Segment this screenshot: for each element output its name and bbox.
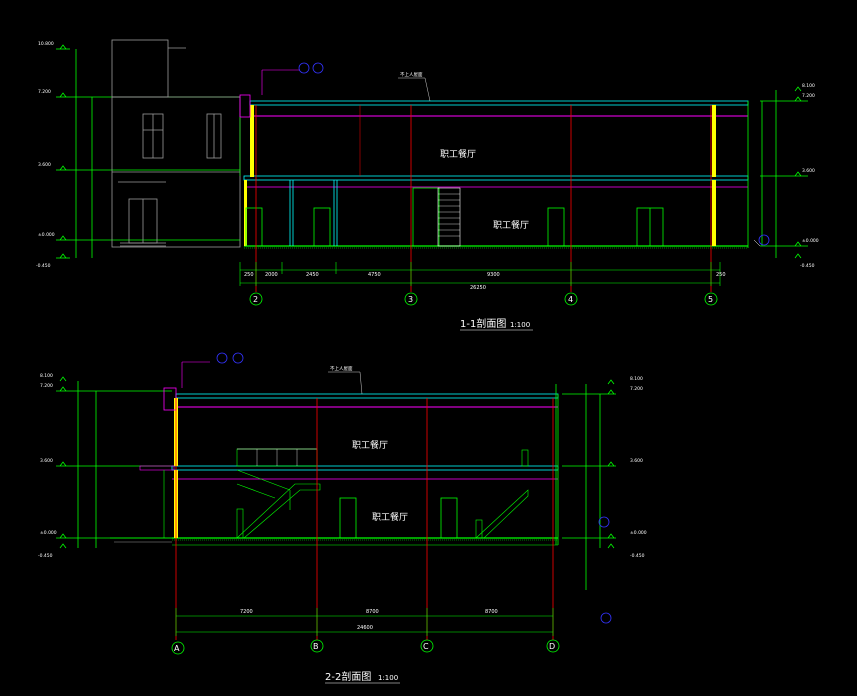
section-title: 2-2剖面图 bbox=[325, 670, 371, 683]
roof-note: 不上人屋面 bbox=[330, 365, 353, 372]
level-label: 8.100 bbox=[40, 373, 53, 379]
bottom-dimensions-1 bbox=[239, 262, 721, 286]
dimension-label: 8700 bbox=[366, 609, 379, 615]
axis-label: 4 bbox=[568, 295, 573, 304]
level-label: ±0.000 bbox=[38, 232, 55, 238]
axis-bubbles-2 bbox=[171, 639, 560, 655]
level-label: ±0.000 bbox=[802, 238, 819, 244]
axis-label: D bbox=[549, 642, 555, 651]
detail-bubble-icon bbox=[216, 352, 228, 364]
level-label: -0.450 bbox=[36, 263, 51, 269]
dimension-label: 7200 bbox=[240, 609, 253, 615]
dimension-label: 8700 bbox=[485, 609, 498, 615]
room-label: 职工餐厅 bbox=[440, 148, 476, 160]
section-1-1: 10.800 7.200 3.600 ±0.000 -0.450 bbox=[36, 39, 819, 331]
level-label: -0.450 bbox=[800, 263, 815, 269]
level-label: 3.600 bbox=[38, 162, 51, 168]
detail-bubble-icon bbox=[600, 612, 612, 624]
dimension-label: 250 bbox=[716, 272, 726, 278]
main-structure-1 bbox=[239, 69, 749, 249]
section-scale: 1:100 bbox=[378, 674, 398, 682]
level-label: 7.200 bbox=[38, 89, 51, 95]
axis-label: A bbox=[174, 644, 180, 653]
level-label: 8.100 bbox=[802, 83, 815, 89]
detail-bubble-icon bbox=[758, 234, 770, 246]
detail-bubble-icon bbox=[312, 62, 324, 74]
dimension-label: 9300 bbox=[487, 272, 500, 278]
section-title: 1-1剖面图 bbox=[460, 317, 506, 330]
level-label: 3.600 bbox=[40, 458, 53, 464]
dimension-label: 2450 bbox=[306, 272, 319, 278]
detail-bubble-icon bbox=[232, 352, 244, 364]
axis-lines-2 bbox=[175, 398, 554, 640]
roof-note: 不上人屋面 bbox=[400, 71, 423, 78]
level-label: -0.450 bbox=[630, 553, 645, 559]
left-elevation-marks-2 bbox=[56, 376, 172, 549]
level-label: 8.100 bbox=[630, 376, 643, 382]
level-label: 7.200 bbox=[630, 386, 643, 392]
section-2-2: 8.100 7.200 3.600 ±0.000 -0.450 bbox=[38, 352, 647, 684]
right-elevation-marks-2 bbox=[562, 379, 616, 590]
level-label: 3.600 bbox=[802, 168, 815, 174]
axis-label: C bbox=[423, 642, 429, 651]
right-elevation-marks-1 bbox=[760, 86, 808, 259]
level-label: -0.450 bbox=[38, 553, 53, 559]
dimension-label: 4750 bbox=[368, 272, 381, 278]
dimension-label: 2000 bbox=[265, 272, 278, 278]
detail-bubble-icon bbox=[298, 62, 310, 74]
axis-label: B bbox=[313, 642, 319, 651]
background-building-1 bbox=[111, 39, 241, 248]
axis-label: 5 bbox=[708, 295, 713, 304]
level-label: ±0.000 bbox=[40, 530, 57, 536]
room-label: 职工餐厅 bbox=[352, 439, 388, 451]
level-label: 7.200 bbox=[40, 383, 53, 389]
axis-bubbles-1 bbox=[249, 292, 718, 306]
axis-label: 3 bbox=[408, 295, 413, 304]
room-label: 职工餐厅 bbox=[372, 511, 408, 523]
bottom-dimensions-2 bbox=[175, 608, 554, 636]
total-dimension-label: 26250 bbox=[470, 285, 486, 291]
level-label: 7.200 bbox=[802, 93, 815, 99]
axis-lines-1 bbox=[255, 105, 712, 292]
axis-label: 2 bbox=[253, 295, 258, 304]
level-label: ±0.000 bbox=[630, 530, 647, 536]
section-scale: 1:100 bbox=[510, 321, 530, 329]
level-label: 3.600 bbox=[630, 458, 643, 464]
dimension-label: 250 bbox=[244, 272, 254, 278]
left-elevation-marks-1 bbox=[56, 44, 240, 259]
level-label: 10.800 bbox=[38, 41, 54, 47]
total-dimension-label: 24600 bbox=[357, 625, 373, 631]
main-structure-2 bbox=[110, 361, 559, 546]
detail-bubble-icon bbox=[598, 516, 610, 528]
room-label: 职工餐厅 bbox=[493, 219, 529, 231]
